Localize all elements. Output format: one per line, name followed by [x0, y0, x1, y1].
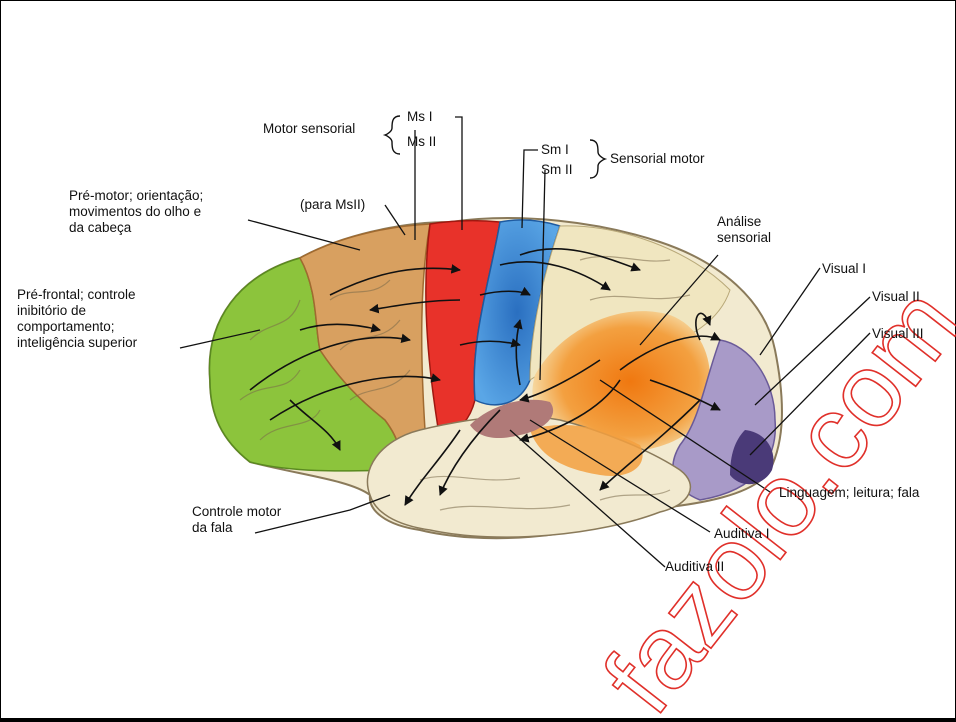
label-auditiva1: Auditiva I	[714, 526, 770, 542]
brace-sensorial-motor	[590, 140, 605, 178]
brace-motor-sensorial	[385, 116, 400, 154]
label-ms2: Ms II	[407, 134, 436, 150]
label-linguagem: Linguagem; leitura; fala	[779, 485, 919, 501]
label-ms1: Ms I	[407, 109, 433, 125]
label-visual1: Visual I	[822, 261, 866, 277]
label-controle-motor: Controle motor da fala	[192, 504, 281, 536]
label-auditiva2: Auditiva II	[665, 559, 724, 575]
label-analise-sensorial: Análise sensorial	[717, 214, 771, 246]
label-pre-frontal: Pré-frontal; controle inibitório de comp…	[17, 287, 137, 351]
label-visual2: Visual II	[872, 289, 920, 305]
label-motor-sensorial: Motor sensorial	[263, 121, 355, 137]
label-sm1: Sm I	[541, 142, 569, 158]
label-sm2: Sm II	[541, 162, 573, 178]
label-pre-motor: Pré-motor; orientação; movimentos do olh…	[69, 188, 203, 236]
label-para-msii: (para MsII)	[300, 197, 365, 213]
label-sensorial-motor: Sensorial motor	[610, 151, 705, 167]
label-visual3: Visual III	[872, 326, 924, 342]
